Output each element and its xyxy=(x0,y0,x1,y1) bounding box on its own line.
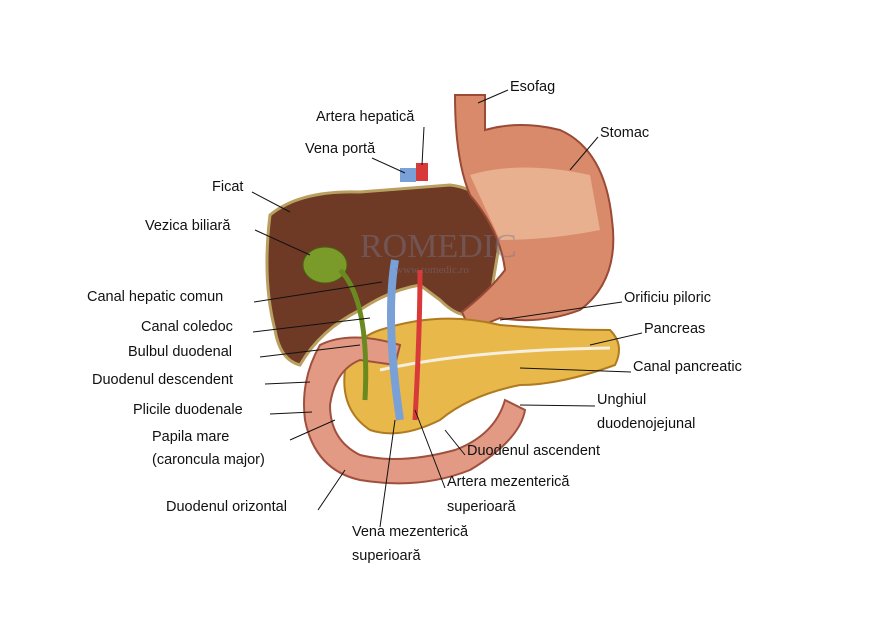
pancreas xyxy=(343,317,620,435)
leader-lines xyxy=(251,89,643,528)
label-bulbul-duodenal: Bulbul duodenal xyxy=(128,344,233,360)
label-stomac: Stomac xyxy=(600,125,650,141)
label-papila-2: (caroncula major) xyxy=(152,452,265,468)
watermark-brand: ROMEDIC xyxy=(360,228,517,265)
label-pancreas: Pancreas xyxy=(644,321,706,337)
label-vezica-biliara: Vezica biliară xyxy=(145,218,231,234)
label-duodenul-ascendent: Duodenul ascendent xyxy=(467,443,601,459)
label-esofag: Esofag xyxy=(510,79,556,95)
label-ficat: Ficat xyxy=(212,179,244,195)
label-plicile-duodenale: Plicile duodenale xyxy=(133,402,243,418)
label-canal-coledoc: Canal coledoc xyxy=(141,319,233,335)
label-vena-porta: Vena portă xyxy=(305,141,376,157)
label-duodenul-descendent: Duodenul descendent xyxy=(92,372,234,388)
label-orificiu-piloric: Orificiu piloric xyxy=(624,290,712,306)
label-duodenul-orizontal: Duodenul orizontal xyxy=(166,499,287,515)
label-artera-mez-1: Artera mezenterică xyxy=(447,474,570,490)
label-artera-mez-2: superioară xyxy=(447,499,516,515)
label-canal-hepatic-comun: Canal hepatic comun xyxy=(87,289,224,305)
liver xyxy=(265,183,502,367)
label-vena-mez-2: superioară xyxy=(352,548,421,564)
duodenum xyxy=(303,336,527,485)
gallbladder xyxy=(302,246,348,284)
label-papila-1: Papila mare xyxy=(152,429,230,445)
watermark-url: www.romedic.ro xyxy=(395,264,469,276)
label-unghiul-1: Unghiul xyxy=(597,392,647,408)
label-artera-hepatica: Artera hepatică xyxy=(316,109,415,125)
label-canal-pancreatic: Canal pancreatic xyxy=(633,359,742,375)
label-unghiul-2: duodenojejunal xyxy=(597,416,696,432)
label-vena-mez-1: Vena mezenterică xyxy=(352,524,469,540)
